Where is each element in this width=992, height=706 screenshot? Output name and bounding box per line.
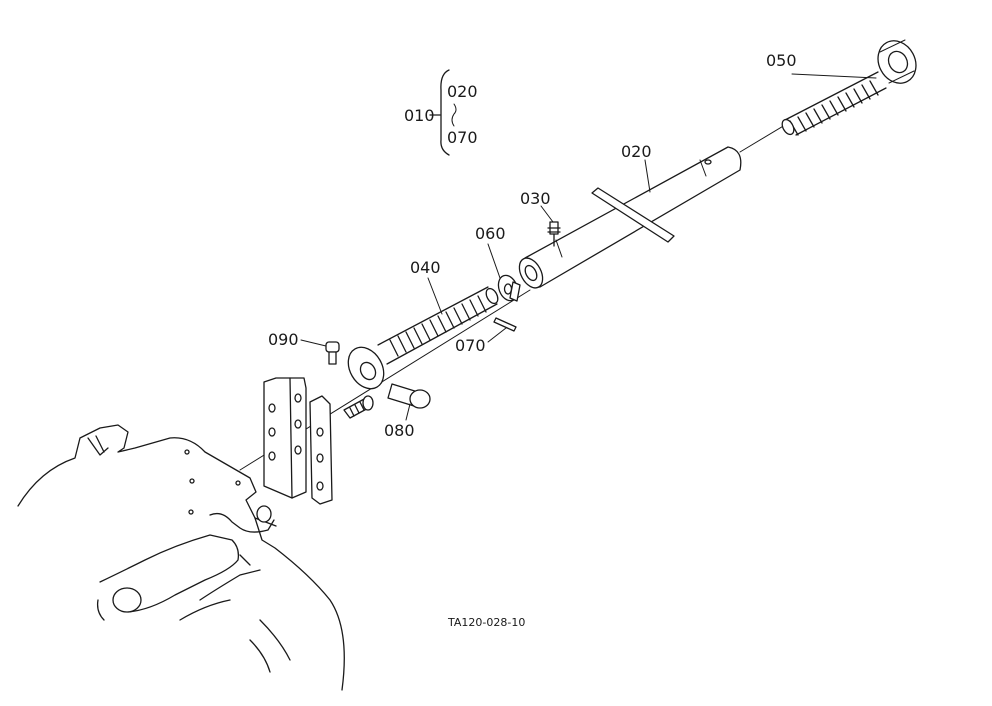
- tractor-housing: [17, 424, 345, 691]
- callout-050: 050: [766, 51, 797, 70]
- tube-end-bore: [524, 264, 538, 282]
- callout-060: 060: [475, 224, 506, 243]
- rod-end-right-eye-edge: [879, 39, 915, 84]
- group-last-label: 070: [447, 128, 478, 147]
- assembly-group: 010 020 070: [404, 69, 478, 156]
- leader-030: [540, 205, 554, 223]
- bolt-threads: [349, 401, 365, 417]
- leader-lines: [300, 73, 877, 421]
- rod-end-left: [347, 286, 499, 390]
- group-tilde: [451, 103, 457, 127]
- split-pin: [493, 317, 517, 332]
- bracket-plates: [263, 377, 333, 505]
- callout-040: 040: [410, 258, 441, 277]
- leader-050: [791, 73, 877, 79]
- rod-end-left-eye: [347, 346, 385, 390]
- housing-details: [96, 554, 261, 621]
- leader-020: [644, 159, 651, 193]
- rod-end-left-threads: [389, 295, 487, 357]
- small-fitting: [325, 341, 340, 365]
- leader-040: [427, 277, 443, 315]
- tube-hole: [704, 159, 712, 165]
- housing-side-outline: [254, 517, 345, 691]
- group-bracket: [440, 69, 450, 156]
- rod-end-right-tip: [781, 118, 795, 136]
- leader-060: [487, 243, 501, 279]
- bolt-head: [362, 395, 374, 411]
- leader-090: [300, 339, 327, 347]
- housing-bolt-c: [235, 480, 241, 486]
- bracket-rear-fold: [289, 377, 293, 499]
- housing-lower-arm: [99, 534, 240, 613]
- grease-fitting: [547, 221, 561, 247]
- callout-080: 080: [384, 421, 415, 440]
- grease-fitting-threads: [547, 227, 561, 247]
- group-parent-label: 010: [404, 106, 435, 125]
- bracket-rear-plate: [263, 377, 307, 499]
- rod-end-left-shaft: [377, 286, 498, 365]
- bolt: [343, 395, 374, 419]
- housing-bolt-b: [188, 509, 194, 515]
- small-fitting-shank: [328, 351, 337, 365]
- callout-labels: 050 020 030 060 040 070 090 080: [268, 51, 797, 440]
- callout-030: 030: [520, 189, 551, 208]
- tube-handle: [591, 187, 675, 243]
- tube-end: [518, 257, 544, 289]
- housing-lower-boss: [112, 587, 142, 613]
- rod-end-right-eye: [877, 40, 917, 84]
- housing-ribs: [249, 619, 291, 673]
- tube: [518, 146, 742, 289]
- rod-end-left-tip: [485, 287, 499, 305]
- rod-end-right-eye-hole: [887, 50, 909, 74]
- rod-end-left-eye-hole: [359, 361, 377, 381]
- tube-bands: [555, 159, 707, 258]
- bracket-front-plate: [309, 395, 333, 505]
- housing-bolt-d: [184, 449, 190, 455]
- housing-pin: [209, 512, 275, 533]
- housing-top-outline: [17, 424, 277, 527]
- small-fitting-head: [325, 341, 340, 353]
- clevis-pin-head: [409, 389, 431, 409]
- group-first-label: 020: [447, 82, 478, 101]
- rod-end-right-threads: [789, 80, 879, 136]
- bracket-holes: [268, 393, 324, 491]
- callout-070: 070: [455, 336, 486, 355]
- housing-pin-end: [256, 505, 272, 523]
- lock-plate: [497, 274, 521, 302]
- leader-070: [487, 327, 507, 343]
- callout-020: 020: [621, 142, 652, 161]
- lock-plate-tab: [509, 281, 521, 302]
- clevis-pin: [387, 383, 431, 409]
- housing-lug: [87, 435, 109, 456]
- rod-end-right-shaft: [784, 71, 887, 136]
- housing-bolt-a: [189, 478, 195, 484]
- rod-end-right: [781, 39, 917, 136]
- drawing-code: TA120-028-10: [447, 616, 525, 629]
- callout-090: 090: [268, 330, 299, 349]
- leader-080: [405, 403, 411, 421]
